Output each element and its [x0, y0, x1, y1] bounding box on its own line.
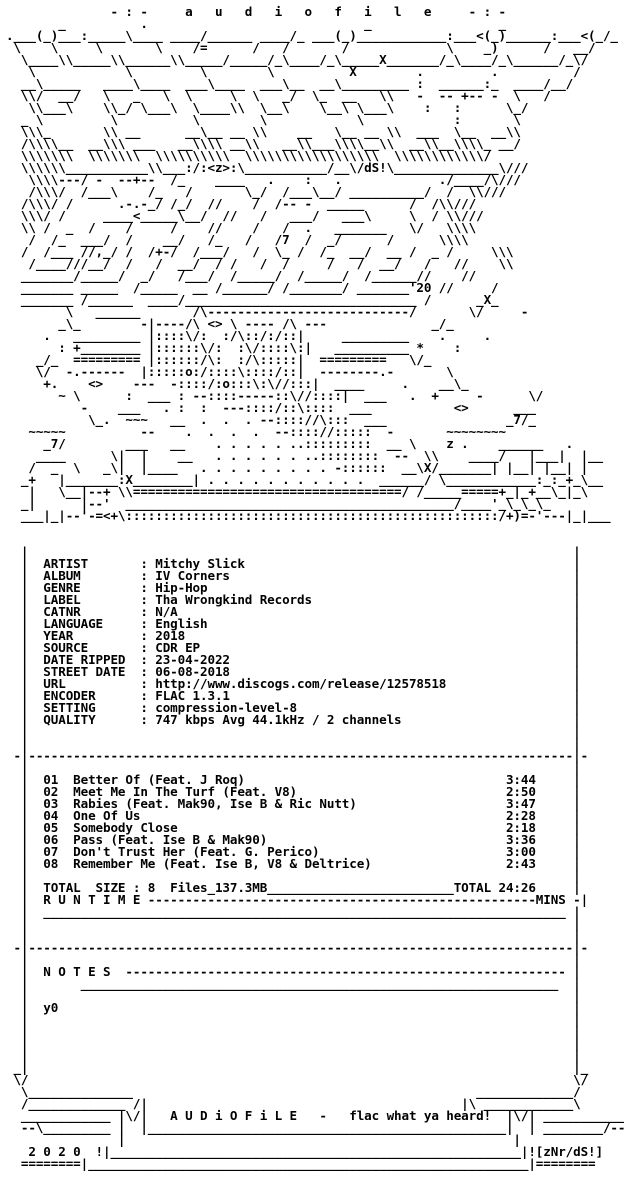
nfo-text: - : - a u d i o f i l e - : - _ . _ _ ._…: [6, 4, 624, 1171]
